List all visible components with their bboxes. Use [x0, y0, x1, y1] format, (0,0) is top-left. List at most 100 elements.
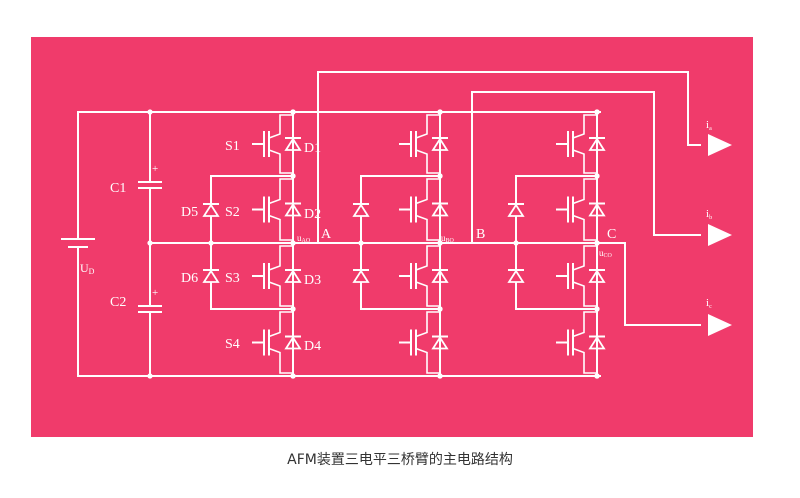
emitter-lead [415, 214, 440, 241]
emitter-lead [572, 214, 597, 241]
junction-dot [358, 240, 364, 246]
antiparallel-diode [431, 269, 449, 283]
u-co-label: uCO [599, 248, 613, 259]
c2-plus-sign: + [152, 287, 158, 299]
emitter-lead [268, 214, 293, 241]
wire [515, 282, 598, 310]
emitter-lead [268, 149, 293, 174]
leg-a-switch-2 [252, 175, 294, 244]
c1-plus-sign: + [152, 163, 158, 175]
d4-label: D4 [304, 339, 321, 354]
junction-dot [594, 373, 600, 379]
junction-dot [147, 240, 153, 246]
antiparallel-diode [431, 137, 449, 151]
junction-dots [147, 109, 600, 379]
leg-c-switch-2 [556, 175, 598, 244]
antiparallel-diode [588, 269, 606, 283]
antiparallel-diode [284, 269, 302, 283]
collector-lead [415, 178, 440, 205]
leg-b-switch-4 [399, 308, 441, 377]
junction-dot [208, 240, 214, 246]
junction-dot [594, 240, 600, 246]
junction-dot [437, 306, 443, 312]
leg-b-clamp-diode-upper [352, 203, 370, 217]
emitter-lead [415, 149, 440, 174]
wire [596, 242, 701, 326]
leg-c-switch-3 [556, 242, 598, 310]
diode-triangle [431, 137, 449, 151]
antiparallel-diode [284, 335, 302, 350]
junction-dot [437, 109, 443, 115]
diode-triangle [431, 335, 449, 350]
junction-dot [437, 240, 443, 246]
junction-dot [594, 109, 600, 115]
antiparallel-diode [431, 335, 449, 350]
emitter-lead [572, 347, 597, 374]
diode-triangle [202, 269, 220, 283]
capacitor-c2 [138, 305, 162, 313]
leg-a-switch-4 [252, 308, 294, 377]
collector-lead [268, 245, 293, 271]
dc-source-label: UD [80, 261, 95, 276]
antiparallel-diode [431, 202, 449, 217]
node-b-label: B [476, 227, 485, 242]
leg-a-switch-1 [252, 111, 294, 177]
leg-c-clamp-diode-upper [507, 203, 525, 217]
wire [360, 175, 441, 204]
antiparallel-diode [284, 137, 302, 151]
circuit-labels: C1 + C2 + UD S1 S2 S3 S4 D1 D2 D3 D4 D5 … [80, 119, 712, 354]
wire [360, 282, 441, 310]
figure-caption: AFM装置三电平三桥臂的主电路结构 [287, 452, 513, 468]
wire [292, 71, 701, 244]
diode-triangle [202, 203, 220, 217]
wire [439, 91, 701, 244]
leg-b-switch-1 [399, 111, 441, 177]
antiparallel-diode [588, 202, 606, 217]
junction-dot [147, 373, 153, 379]
capacitor-c1 [138, 181, 162, 189]
diode-triangle [284, 202, 302, 217]
antiparallel-diode [588, 137, 606, 151]
diode-triangle [352, 269, 370, 283]
d6-label: D6 [181, 271, 198, 286]
s2-label: S2 [225, 205, 240, 220]
junction-dot [290, 173, 296, 179]
node-a-label: A [321, 227, 332, 242]
junction-dot [437, 173, 443, 179]
leg-c-switch-4 [556, 308, 598, 377]
ic-label: ic [706, 297, 712, 310]
leg-b-switch-2 [399, 175, 441, 244]
emitter-lead [415, 281, 440, 307]
diagram-panel [31, 37, 753, 437]
d2-label: D2 [304, 207, 321, 222]
junction-dot [594, 306, 600, 312]
leg-a-clamp-diode-lower [202, 269, 220, 283]
junction-dot [290, 240, 296, 246]
ib-arrow [708, 224, 732, 246]
diode-triangle [507, 203, 525, 217]
collector-lead [415, 311, 440, 338]
ic-arrow [708, 314, 732, 336]
antiparallel-diode [588, 335, 606, 350]
collector-lead [415, 245, 440, 271]
u-bo-label: uBO [441, 233, 455, 244]
diode-triangle [431, 269, 449, 283]
emitter-lead [268, 347, 293, 374]
s4-label: S4 [225, 337, 240, 352]
leg-b-switch-3 [399, 242, 441, 310]
junction-dot [290, 373, 296, 379]
collector-lead [415, 114, 440, 139]
emitter-lead [572, 281, 597, 307]
ia-arrow [708, 134, 732, 156]
d3-label: D3 [304, 273, 321, 288]
dc-source-symbol [61, 238, 95, 248]
collector-lead [268, 114, 293, 139]
leg-c-switch-1 [556, 111, 598, 177]
leg-b-clamp-diode-lower [352, 269, 370, 283]
wire [515, 175, 598, 204]
diode-triangle [284, 269, 302, 283]
s1-label: S1 [225, 139, 240, 154]
circuit-components [61, 111, 732, 377]
junction-dot [147, 109, 153, 115]
